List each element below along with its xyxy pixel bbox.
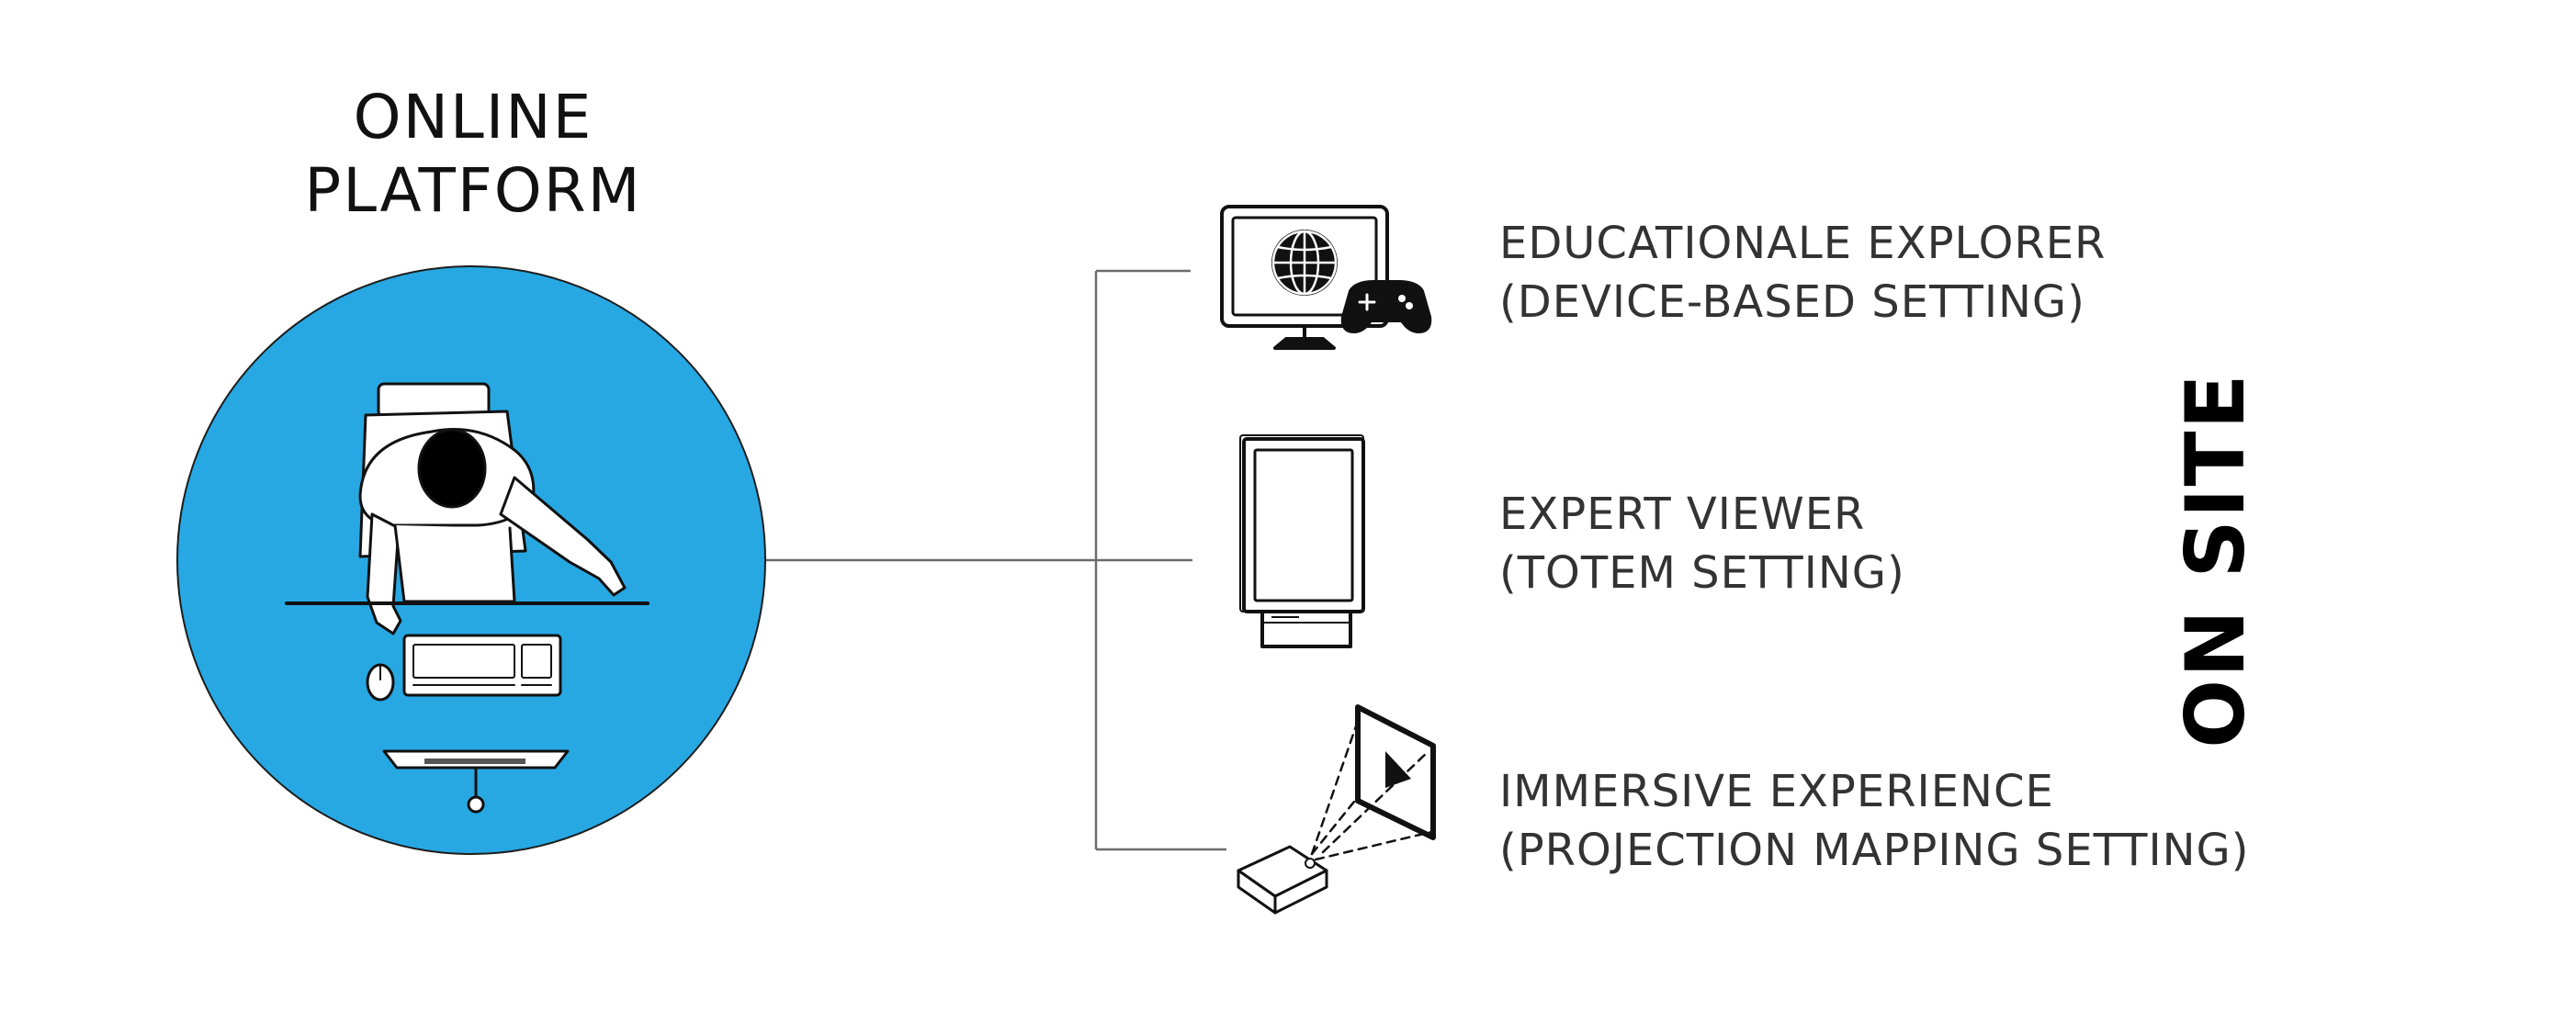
title-line-2: PLATFORM	[304, 155, 642, 226]
setting-label-educationale-explorer: EDUCATIONALE EXPLORER (DEVICE-BASED SETT…	[1499, 214, 2106, 332]
person-at-desk-icon	[285, 382, 650, 814]
online-platform-title: ONLINE PLATFORM	[266, 81, 680, 228]
setting-label-expert-viewer: EXPERT VIEWER (TOTEM SETTING)	[1499, 485, 1905, 602]
setting-type: (PROJECTION MAPPING SETTING)	[1499, 825, 2250, 876]
setting-name: IMMERSIVE EXPERIENCE	[1499, 766, 2054, 817]
setting-name: EXPERT VIEWER	[1499, 489, 1866, 540]
setting-type: (TOTEM SETTING)	[1499, 547, 1905, 599]
connector-lines	[764, 269, 1226, 851]
monitor-gamepad-icon	[1220, 205, 1432, 350]
projector-icon	[1237, 704, 1436, 915]
title-line-1: ONLINE	[353, 82, 593, 152]
setting-label-immersive-experience: IMMERSIVE EXPERIENCE (PROJECTION MAPPING…	[1499, 762, 2249, 880]
on-site-label: ON SITE	[2168, 372, 2263, 748]
online-platform-illustration	[176, 265, 766, 855]
setting-name: EDUCATIONALE EXPLORER	[1499, 218, 2107, 269]
setting-type: (DEVICE-BASED SETTING)	[1499, 276, 2085, 328]
totem-icon	[1239, 434, 1365, 648]
